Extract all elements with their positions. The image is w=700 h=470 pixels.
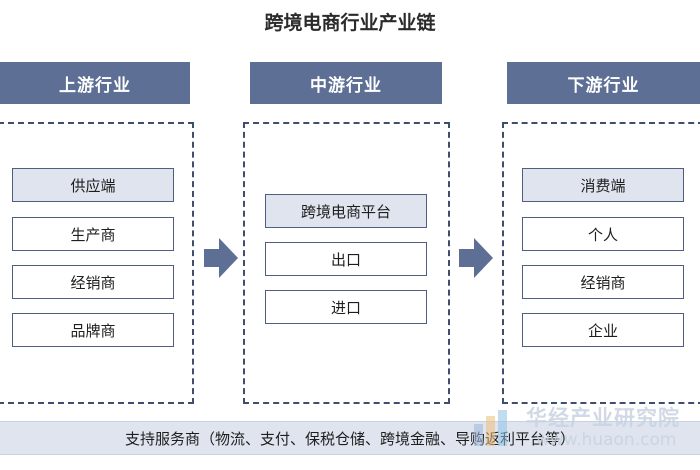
upstream-node-distributor: 经销商: [12, 265, 174, 299]
arrow-right-icon: [204, 238, 238, 278]
midstream-box: [243, 122, 450, 404]
arrow-right-icon: [459, 238, 493, 278]
downstream-box: [502, 122, 700, 404]
diagram-title: 跨境电商行业产业链: [264, 12, 436, 34]
upstream-node-brand: 品牌商: [12, 313, 174, 347]
midstream-header: 中游行业: [250, 62, 442, 104]
support-services-bar: 支持服务商（物流、支付、保税仓储、跨境金融、导购返利平台等）: [0, 421, 700, 455]
downstream-node-enterprise: 企业: [522, 313, 684, 347]
midstream-node-export: 出口: [265, 242, 427, 276]
downstream-node-consumer: 消费端: [522, 168, 684, 202]
upstream-node-supply: 供应端: [12, 168, 174, 202]
downstream-node-individual: 个人: [522, 217, 684, 251]
midstream-node-platform: 跨境电商平台: [265, 194, 427, 228]
upstream-box: [0, 122, 194, 404]
upstream-node-manufacturer: 生产商: [12, 217, 174, 251]
downstream-node-distributor: 经销商: [522, 265, 684, 299]
upstream-header: 上游行业: [0, 62, 190, 104]
midstream-node-import: 进口: [265, 290, 427, 324]
downstream-header: 下游行业: [507, 62, 700, 104]
